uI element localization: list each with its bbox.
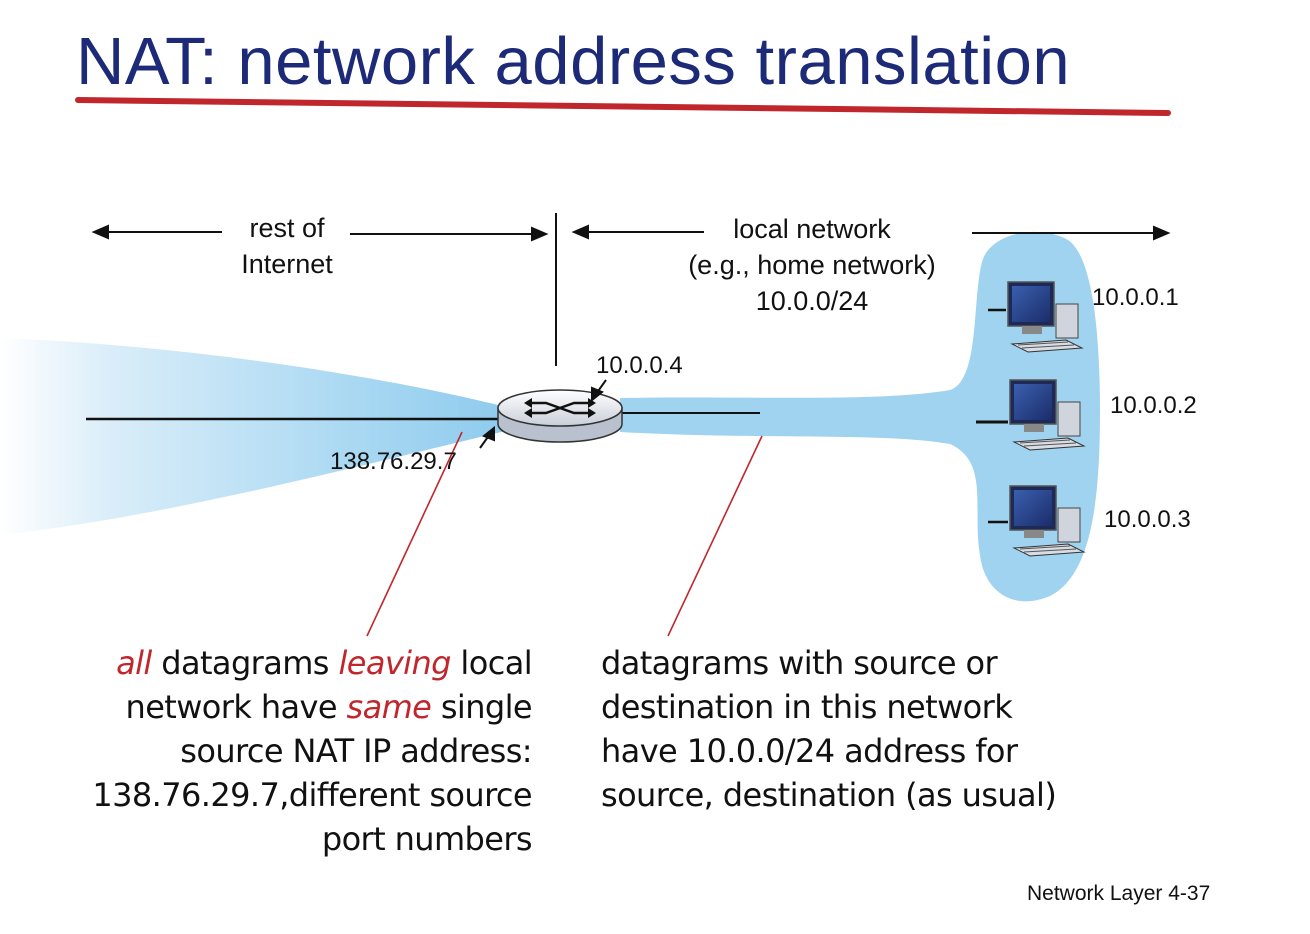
note-right-line-1: datagrams with source or [601, 644, 998, 682]
host-1-ip-label: 10.0.0.1 [1092, 284, 1179, 311]
rest-of-internet-line-2: Internet [241, 249, 333, 279]
note-right-line-4: source, destination (as usual) [601, 776, 1057, 814]
note-right-line-3: have 10.0.0/24 address for [601, 732, 1018, 770]
rest-of-internet-label: rest of Internet [230, 210, 344, 282]
note-text: datagrams [151, 644, 339, 682]
local-network-line-3: 10.0.0/24 [755, 286, 869, 316]
local-network-label: local network (e.g., home network) 10.0.… [650, 211, 974, 319]
title-underline [75, 97, 1171, 116]
host-3-ip-label: 10.0.0.3 [1104, 506, 1191, 533]
router-local-ip-label: 10.0.0.4 [596, 352, 683, 379]
note-right-line-2: destination in this network [601, 688, 1013, 726]
local-network-line-1: local network [733, 214, 891, 244]
host-1-icon [988, 281, 1084, 353]
pointer-line-left [366, 431, 463, 637]
local-network-explanation-note: datagrams with source or destination in … [601, 641, 1161, 817]
emphasis-leaving: leaving [338, 644, 451, 682]
page-title: NAT: network address translation [76, 24, 1071, 99]
router-public-ip-label: 138.76.29.7 [330, 448, 457, 475]
host-3-icon [988, 485, 1086, 557]
note-left-line-2: network have same single [0, 685, 533, 729]
note-text: local [450, 644, 532, 682]
pointer-line-right [667, 435, 763, 637]
rest-of-internet-line-1: rest of [249, 213, 325, 243]
local-network-arrows [571, 224, 1171, 241]
note-left-line-5: port numbers [321, 820, 533, 858]
host-2-icon [976, 379, 1086, 451]
local-network-line-2: (e.g., home network) [688, 250, 936, 280]
note-text: single [431, 688, 533, 726]
local-network-region [620, 231, 1100, 602]
router-local-interface-arrow [591, 379, 607, 403]
router-icon [497, 389, 623, 443]
internet-cloud [0, 338, 510, 535]
rest-of-internet-arrows [91, 224, 549, 242]
slide-footer: Network Layer 4-37 [1027, 882, 1211, 905]
nat-explanation-note: all datagrams leaving local network have… [0, 641, 532, 861]
note-text: network have [125, 688, 347, 726]
note-left-line-1: all datagrams leaving local [0, 641, 533, 685]
router-public-interface-arrow [479, 425, 495, 449]
host-2-ip-label: 10.0.0.2 [1110, 392, 1197, 419]
note-left-line-3: source NAT IP address: [180, 732, 532, 770]
emphasis-all: all [116, 644, 152, 682]
note-left-line-4: 138.76.29.7,different source [92, 776, 532, 814]
emphasis-same: same [346, 688, 432, 726]
